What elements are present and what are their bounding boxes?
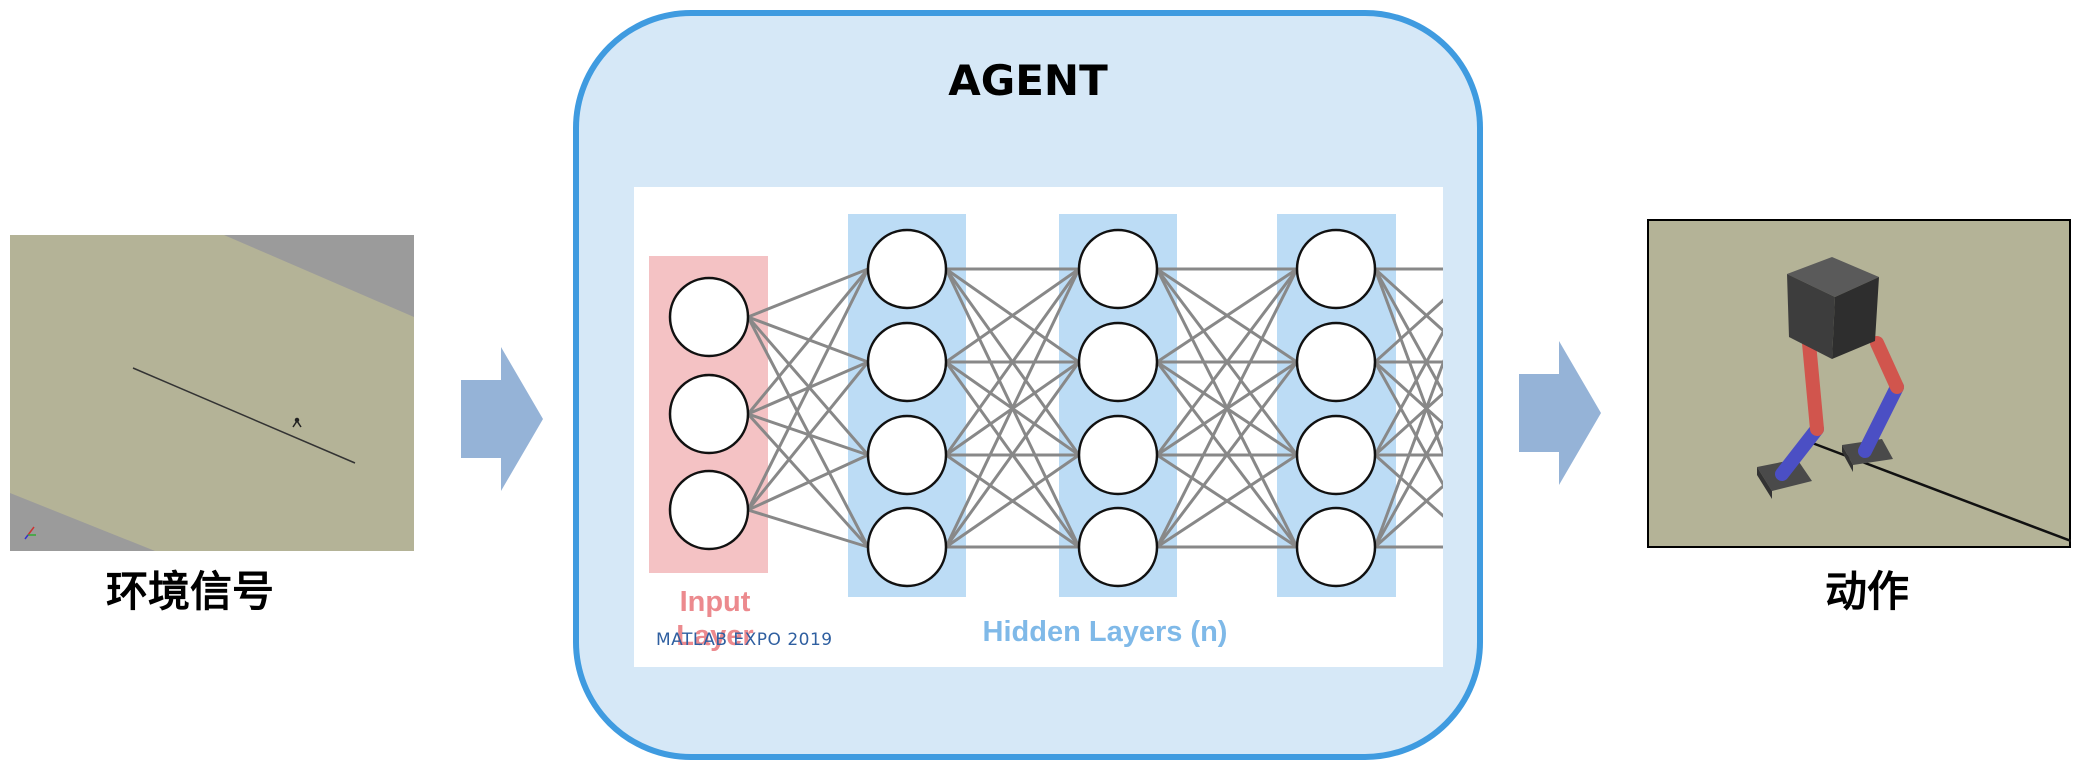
hidden-neuron (1077, 414, 1159, 496)
hidden-neuron (866, 321, 948, 403)
network-connection (746, 361, 870, 511)
agent-title: AGENT (948, 56, 1108, 105)
hidden-neuron (1295, 228, 1377, 310)
network-connection (1373, 391, 1443, 457)
hidden-neuron (1077, 321, 1159, 403)
hidden-neuron (866, 506, 948, 588)
network-connection (1373, 360, 1443, 426)
network-connection (1373, 267, 1443, 333)
hidden-neuron (1077, 506, 1159, 588)
hidden-neuron (1077, 228, 1159, 310)
network-connection (747, 508, 869, 549)
robot-action-image (1647, 219, 2071, 548)
neural-network-diagram (634, 187, 1443, 667)
network-connection (747, 267, 869, 319)
input-layer-label: Input Layer (660, 585, 770, 653)
environment-image (10, 235, 414, 551)
hidden-neuron (1295, 321, 1377, 403)
network-connection (746, 268, 870, 415)
hidden-neuron (1295, 506, 1377, 588)
network-connection (1156, 267, 1298, 364)
network-connection (746, 412, 870, 549)
input-neuron (668, 276, 750, 358)
network-connection (747, 453, 869, 512)
network-connection (1373, 361, 1443, 488)
network-connection (746, 316, 870, 548)
arrow-right-icon (1519, 341, 1601, 485)
arrow-right-icon (461, 347, 543, 491)
input-layer-label-line2: Layer (676, 620, 754, 652)
hidden-neuron (1295, 414, 1377, 496)
network-connection (1373, 268, 1443, 395)
network-connection (945, 267, 1080, 364)
network-connection (1373, 268, 1443, 457)
network-connection (944, 268, 1081, 548)
network-connection (1374, 484, 1443, 549)
action-label: 动作 (1824, 567, 1909, 616)
watermark: MATLAB EXPO 2019 (656, 630, 833, 650)
network-connection (1373, 359, 1443, 548)
input-neuron (668, 469, 750, 551)
network-connection (945, 453, 1080, 549)
network-connection (1373, 298, 1443, 364)
environment-signal-label: 环境信号 (105, 567, 274, 616)
network-connection (1155, 268, 1299, 456)
network-connection (1373, 329, 1443, 456)
hidden-neuron (866, 414, 948, 496)
network-connection (1155, 268, 1299, 548)
network-connection (944, 268, 1081, 456)
network-connection (746, 268, 870, 511)
network-connection (1374, 453, 1443, 518)
input-neuron (668, 373, 750, 455)
hidden-layers-label: Hidden Layers (n) (982, 616, 1228, 648)
network-connection (746, 316, 870, 456)
network-connection (1373, 421, 1443, 548)
hidden-neuron (866, 228, 948, 310)
network-connection (944, 361, 1081, 548)
network-connection (1156, 453, 1298, 549)
input-layer-label-line1: Input (679, 586, 751, 618)
network-connection (1155, 361, 1299, 548)
